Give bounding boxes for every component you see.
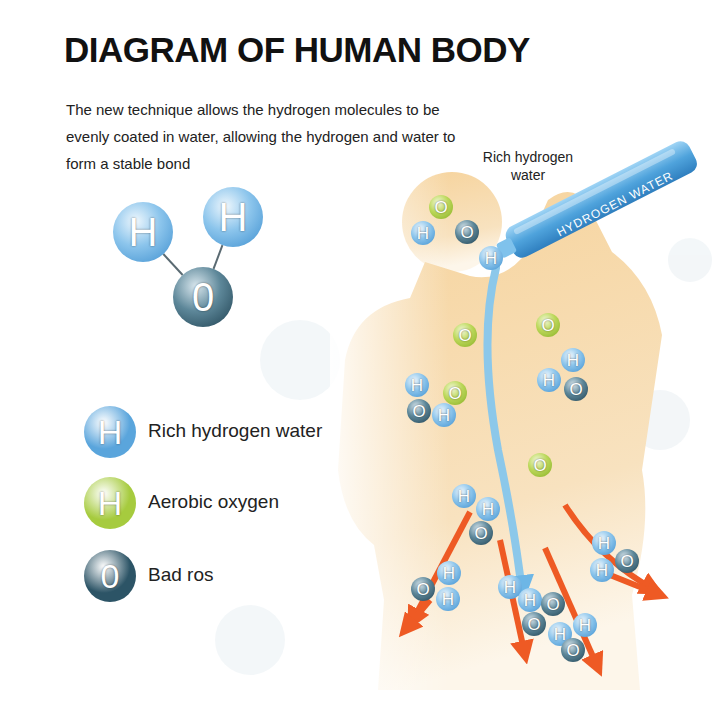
atom-letter: O [566,642,579,659]
atom-letter: O [474,525,487,542]
atom-circle: H [592,531,616,555]
atom-circle: H [561,348,585,372]
atom-circle: O [564,377,588,401]
atom-letter: O [412,403,425,420]
atom-letter: H [129,212,158,252]
legend-letter: 0 [101,557,120,596]
atom-circle: H [518,588,542,612]
legend-swatch: 0 [84,550,136,602]
atom-circle: H [590,558,614,582]
atom-circle: H [573,613,597,637]
legend-letter: H [98,484,123,523]
atom-circle: O [407,399,431,423]
legend-text: Rich hydrogen water [148,420,322,442]
intro-text: The new technique allows the hydrogen mo… [66,96,486,177]
atom-circle: O [453,323,477,347]
atom-circle: H [537,368,561,392]
title: DIAGRAM OF HUMAN BODY [64,30,530,70]
atom-circle: O [536,313,560,337]
atom-circle: H [476,497,500,521]
atom-circle: H [411,221,435,245]
atom-circle: H [437,561,461,585]
atom-letter: H [598,535,610,552]
atom-letter: H [567,352,579,369]
atom-letter: H [579,617,591,634]
atom-circle: H [452,484,476,508]
atom-letter: H [438,407,450,424]
atom-circle: O [469,521,493,545]
atom-letter: 0 [192,277,214,317]
atom-letter: H [417,225,429,242]
legend-swatch: H [84,406,136,458]
atom-circle: O [615,549,639,573]
atom-circle: H [479,246,503,270]
atom-circle: H [436,587,460,611]
atom-letter: H [411,377,423,394]
atom-letter: O [527,616,540,633]
legend-text: Aerobic oxygen [148,491,279,513]
bond-line [163,254,182,275]
atom-letter: H [485,250,497,267]
atom-circle: O [411,577,435,601]
atom-circle-large: 0 [173,267,233,327]
atom-circle: H [432,403,456,427]
atom-letter: H [442,591,454,608]
atom-circle: O [561,638,585,662]
atom-letter: O [546,596,559,613]
atom-letter: O [541,317,554,334]
atom-letter: H [219,197,248,237]
atom-letter: H [543,372,555,389]
atom-circle: O [429,195,453,219]
atom-circle: O [522,612,546,636]
bond-line [214,245,223,269]
atom-circle-large: H [203,187,263,247]
atom-letter: O [434,199,447,216]
atom-circle: H [405,373,429,397]
legend-swatch: H [84,477,136,529]
atom-letter: O [448,385,461,402]
atom-circle: O [455,220,479,244]
atom-letter: O [460,224,473,241]
atom-letter: H [482,501,494,518]
legend-text: Bad ros [148,564,213,586]
atom-letter: H [596,562,608,579]
atom-circle: O [541,592,565,616]
atom-letter: H [458,488,470,505]
atom-circle: O [443,381,467,405]
legend-letter: H [98,413,123,452]
atom-letter: H [443,565,455,582]
callout-text: Rich hydrogen water [478,148,578,184]
bottle-label: HYDROGEN WATER [536,159,694,249]
atom-circle-large: H [113,202,173,262]
atom-letter: O [620,553,633,570]
atom-letter: O [458,327,471,344]
atom-letter: H [504,579,516,596]
atom-letter: O [416,581,429,598]
atom-letter: H [524,592,536,609]
atom-circle: O [528,453,552,477]
atom-letter: O [569,381,582,398]
atom-letter: O [533,457,546,474]
